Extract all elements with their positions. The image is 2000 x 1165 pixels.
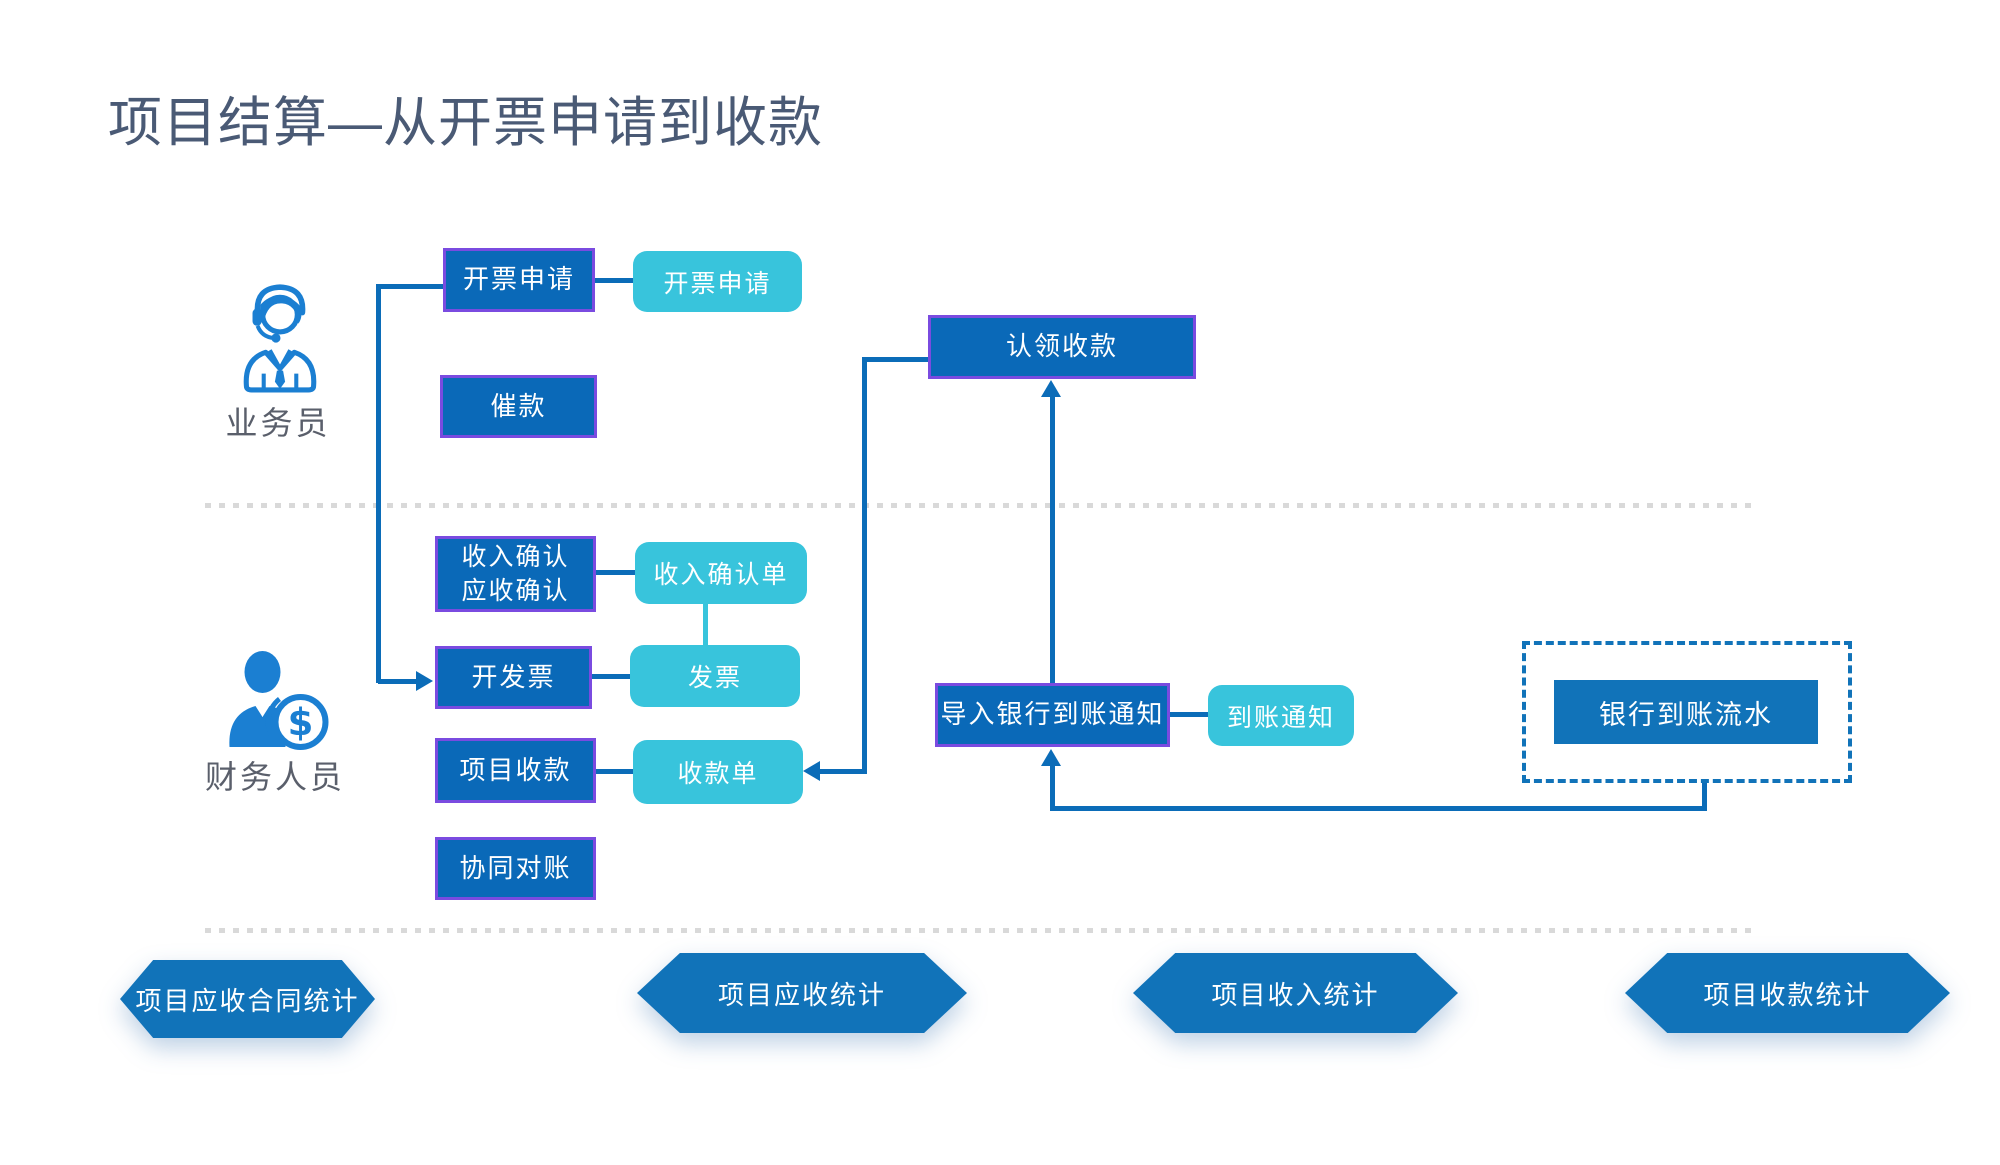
connector-claim-to-receipt-h2	[819, 769, 867, 774]
arrowhead-into-issue-invoice	[416, 671, 433, 691]
node-revenue-confirm: 收入确认 应收确认	[435, 536, 596, 612]
node-collaborative-reconciliation: 协同对账	[435, 837, 596, 900]
node-project-receipt: 项目收款	[435, 738, 596, 803]
doc-arrival-notice: 到账通知	[1208, 685, 1354, 746]
banner-project-receivable-stats: 项目应收统计	[637, 953, 967, 1033]
lane-separator-top	[205, 503, 1755, 508]
connector-import-to-claim-v	[1050, 394, 1055, 683]
node-invoice-request: 开票申请	[443, 248, 595, 312]
link-issue-invoice-doc	[592, 674, 630, 679]
banner-label: 项目应收合同统计	[120, 960, 375, 1038]
node-import-bank-arrival-notice: 导入银行到账通知	[935, 683, 1170, 747]
node-payment-reminder: 催款	[440, 375, 597, 438]
doc-invoice-request: 开票申请	[633, 251, 802, 312]
finance-label: 财务人员	[204, 759, 345, 795]
connector-bank-to-import-v1	[1702, 783, 1707, 811]
finance-person-icon: $	[216, 646, 334, 754]
doc-receipt: 收款单	[633, 740, 803, 804]
arrowhead-into-import-bank-notice	[1041, 749, 1061, 766]
arrowhead-into-claim-receipt	[1041, 380, 1061, 397]
connector-invoice-to-issue-v	[376, 284, 381, 683]
banner-project-receivable-contract-stats: 项目应收合同统计	[120, 960, 375, 1038]
arrowhead-into-receipt-doc	[803, 761, 820, 781]
link-arrival-notice-doc	[1170, 712, 1208, 717]
banner-label: 项目应收统计	[637, 953, 967, 1033]
link-revenue-doc-to-invoice-doc	[703, 604, 708, 645]
connector-claim-to-receipt-v	[862, 357, 867, 774]
doc-revenue-confirm: 收入确认单	[635, 542, 807, 604]
banner-label: 项目收入统计	[1133, 953, 1458, 1033]
banner-project-revenue-stats: 项目收入统计	[1133, 953, 1458, 1033]
connector-claim-to-receipt-h1	[862, 357, 928, 362]
lane-separator-bottom	[205, 928, 1755, 933]
salesperson-headset-icon	[228, 280, 332, 394]
node-claim-receipt: 认领收款	[928, 315, 1196, 379]
node-issue-invoice: 开发票	[435, 646, 592, 709]
node-label: 应收确认	[461, 577, 570, 605]
salesperson-label: 业务员	[225, 405, 331, 441]
node-bank-arrival-statement: 银行到账流水	[1554, 680, 1818, 744]
doc-invoice: 发票	[630, 645, 800, 707]
link-revenue-confirm-doc	[596, 570, 635, 575]
connector-invoice-to-issue-h1	[376, 284, 443, 289]
connector-bank-to-import-h	[1050, 806, 1707, 811]
link-invoice-request-doc	[595, 278, 633, 283]
page-title: 项目结算—从开票申请到收款	[108, 93, 823, 153]
dollar-sign-glyph: $	[288, 701, 314, 744]
external-system-frame	[1522, 641, 1852, 783]
connector-bank-to-import-v2	[1050, 764, 1055, 810]
banner-project-receipt-stats: 项目收款统计	[1625, 953, 1950, 1033]
banner-label: 项目收款统计	[1625, 953, 1950, 1033]
connector-invoice-to-issue-h2	[378, 679, 418, 684]
link-project-receipt-doc	[596, 769, 633, 774]
node-label: 收入确认	[461, 543, 570, 571]
